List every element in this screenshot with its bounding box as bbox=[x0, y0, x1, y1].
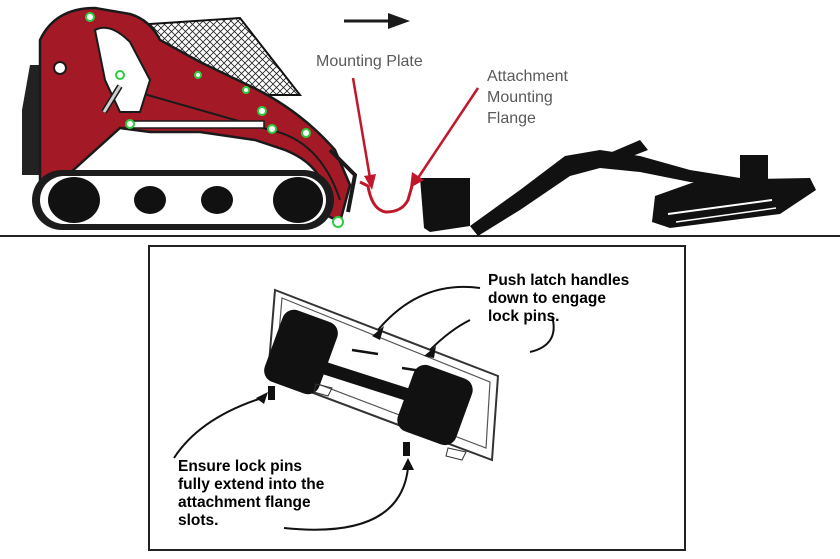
note-line: Ensure lock pins bbox=[178, 458, 303, 475]
note-line: down to engage bbox=[488, 290, 606, 307]
note-line: slots. bbox=[178, 512, 219, 529]
latch-handle-left bbox=[264, 309, 338, 395]
lock-pin-right bbox=[403, 442, 410, 456]
flange-label-line: Flange bbox=[487, 110, 536, 127]
lock-pins-note: Ensure lock pins fully extend into the a… bbox=[178, 458, 324, 530]
callout-arrows bbox=[351, 77, 480, 190]
pivot-points bbox=[53, 12, 344, 228]
note-line: Push latch handles bbox=[488, 272, 630, 289]
lock-pin-left bbox=[268, 386, 275, 400]
mounting-plate bbox=[359, 180, 414, 214]
direction-arrow-icon bbox=[344, 13, 410, 29]
attachment-flange-label: Attachment Mounting Flange bbox=[487, 66, 568, 129]
skid-steer-loader bbox=[22, 6, 358, 230]
flange-label-line: Attachment bbox=[487, 68, 568, 85]
latch-handles-note: Push latch handles down to engage lock p… bbox=[488, 272, 629, 326]
attachment-mounting-flange bbox=[420, 178, 470, 232]
mounting-plate-label: Mounting Plate bbox=[316, 53, 423, 70]
note-line: fully extend into the bbox=[178, 476, 325, 493]
inset-arrowheads bbox=[256, 326, 436, 470]
inset-arrows bbox=[173, 286, 555, 531]
flange-label-line: Mounting bbox=[487, 89, 553, 106]
latch-handle-right bbox=[397, 364, 473, 446]
note-line: attachment flange bbox=[178, 494, 311, 511]
mulcher-attachment bbox=[420, 140, 816, 236]
note-line: lock pins. bbox=[488, 308, 560, 325]
quick-attach-plate bbox=[264, 288, 500, 462]
